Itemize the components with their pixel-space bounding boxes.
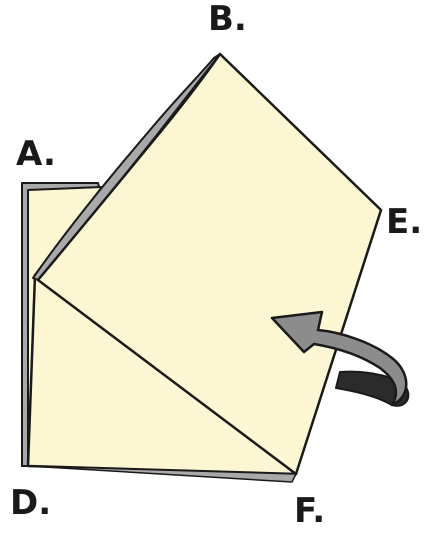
point-label-e: E.	[386, 205, 422, 239]
point-label-b: B.	[208, 2, 247, 36]
point-label-d: D.	[10, 486, 51, 520]
point-label-f: F.	[294, 494, 325, 528]
point-label-a: A.	[16, 137, 56, 171]
